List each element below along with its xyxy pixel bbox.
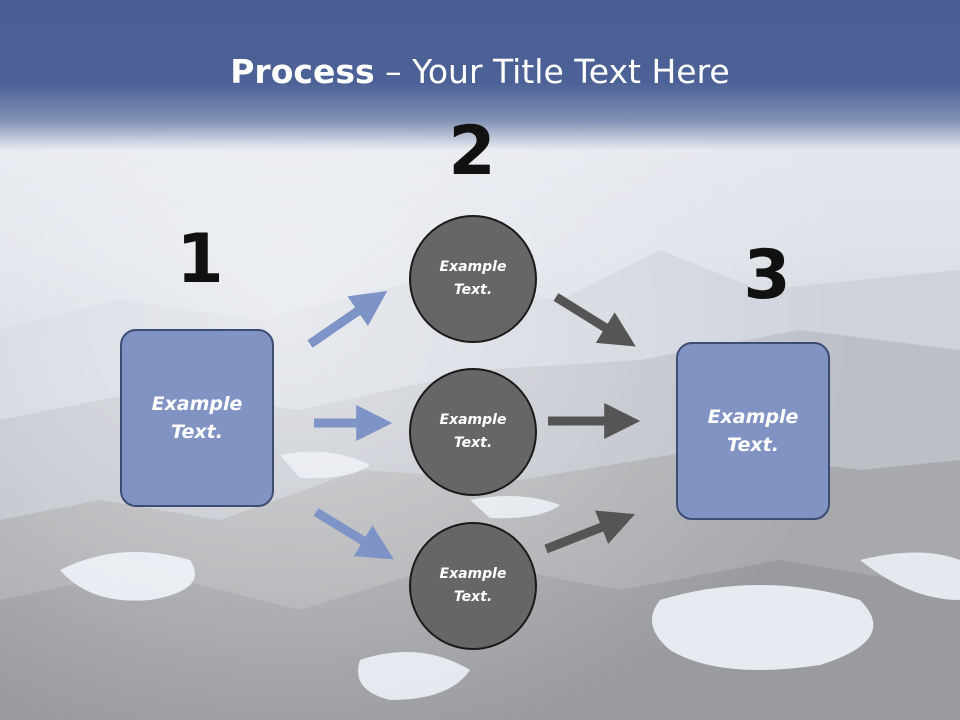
left-box: Example Text. xyxy=(120,329,274,507)
title-rest: – Your Title Text Here xyxy=(374,52,730,91)
arrow-up-right-gray xyxy=(544,510,636,554)
arrow-down-right-blue xyxy=(313,508,394,560)
right-box-text: Example Text. xyxy=(707,405,799,457)
step-number-2: 2 xyxy=(448,112,496,191)
circle-middle-text: Example Text. xyxy=(439,411,507,451)
step-number-1: 1 xyxy=(176,220,224,299)
step-number-3: 3 xyxy=(743,236,791,315)
circle-top: Example Text. xyxy=(409,215,537,343)
circle-bottom: Example Text. xyxy=(409,522,537,650)
arrow-down-right-gray xyxy=(553,293,636,347)
title-bar xyxy=(0,0,960,150)
title-bold: Process xyxy=(230,52,375,91)
circle-bottom-text: Example Text. xyxy=(439,565,507,605)
arrow-up-right-blue xyxy=(307,290,388,348)
circle-top-text: Example Text. xyxy=(439,258,507,298)
left-box-text: Example Text. xyxy=(151,392,243,444)
slide-title: Process – Your Title Text Here xyxy=(0,52,960,91)
right-box: Example Text. xyxy=(676,342,830,520)
circle-middle: Example Text. xyxy=(409,368,537,496)
